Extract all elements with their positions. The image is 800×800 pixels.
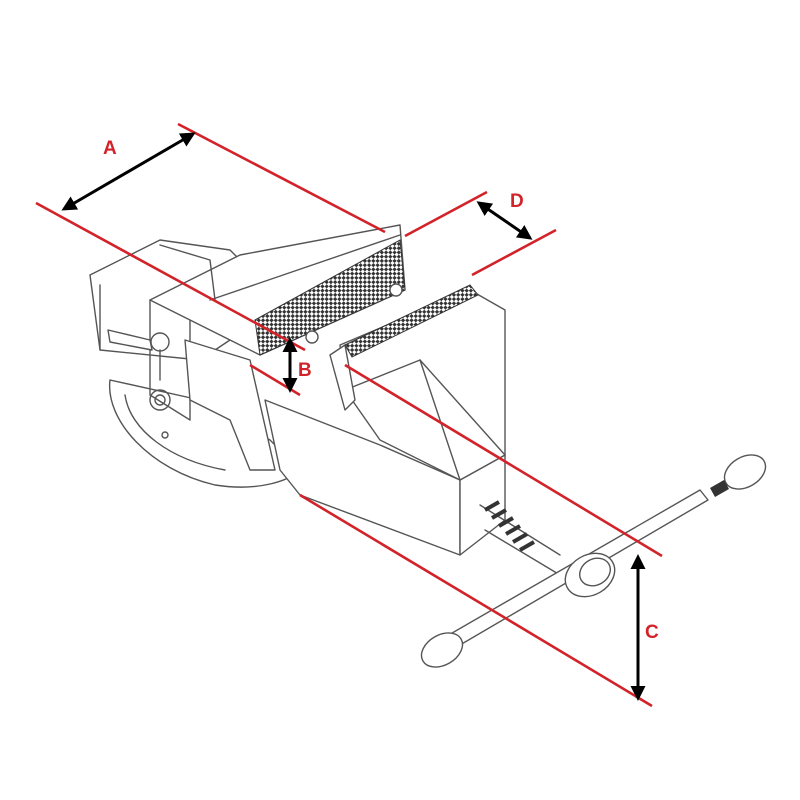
front-jaw-face (344, 284, 479, 358)
rear-jaw-body (89, 224, 406, 471)
lock-lever (107, 329, 170, 381)
dim-line-a-bottom (35, 201, 306, 352)
dim-line-a-top (177, 122, 386, 234)
dim-line-c-bottom (299, 493, 653, 708)
dimension-lines (35, 122, 663, 708)
handle (420, 454, 767, 668)
arrow-d-icon (476, 201, 533, 240)
jaw-screw-icon (305, 330, 319, 344)
dim-line-d-bottom (471, 228, 557, 277)
dimension-arrows (61, 132, 646, 701)
dimension-label-b: B (298, 360, 312, 381)
arrow-a-icon (61, 132, 196, 211)
rear-jaw-face (254, 239, 406, 356)
dimension-label-d: D (510, 191, 524, 212)
dim-line-c-top (344, 363, 663, 558)
dim-line-d-top (404, 190, 488, 238)
dimension-label-c: C (645, 622, 659, 643)
jaw-screw-icon (389, 283, 403, 297)
dimension-label-a: A (103, 138, 117, 159)
lead-screw (479, 500, 561, 576)
